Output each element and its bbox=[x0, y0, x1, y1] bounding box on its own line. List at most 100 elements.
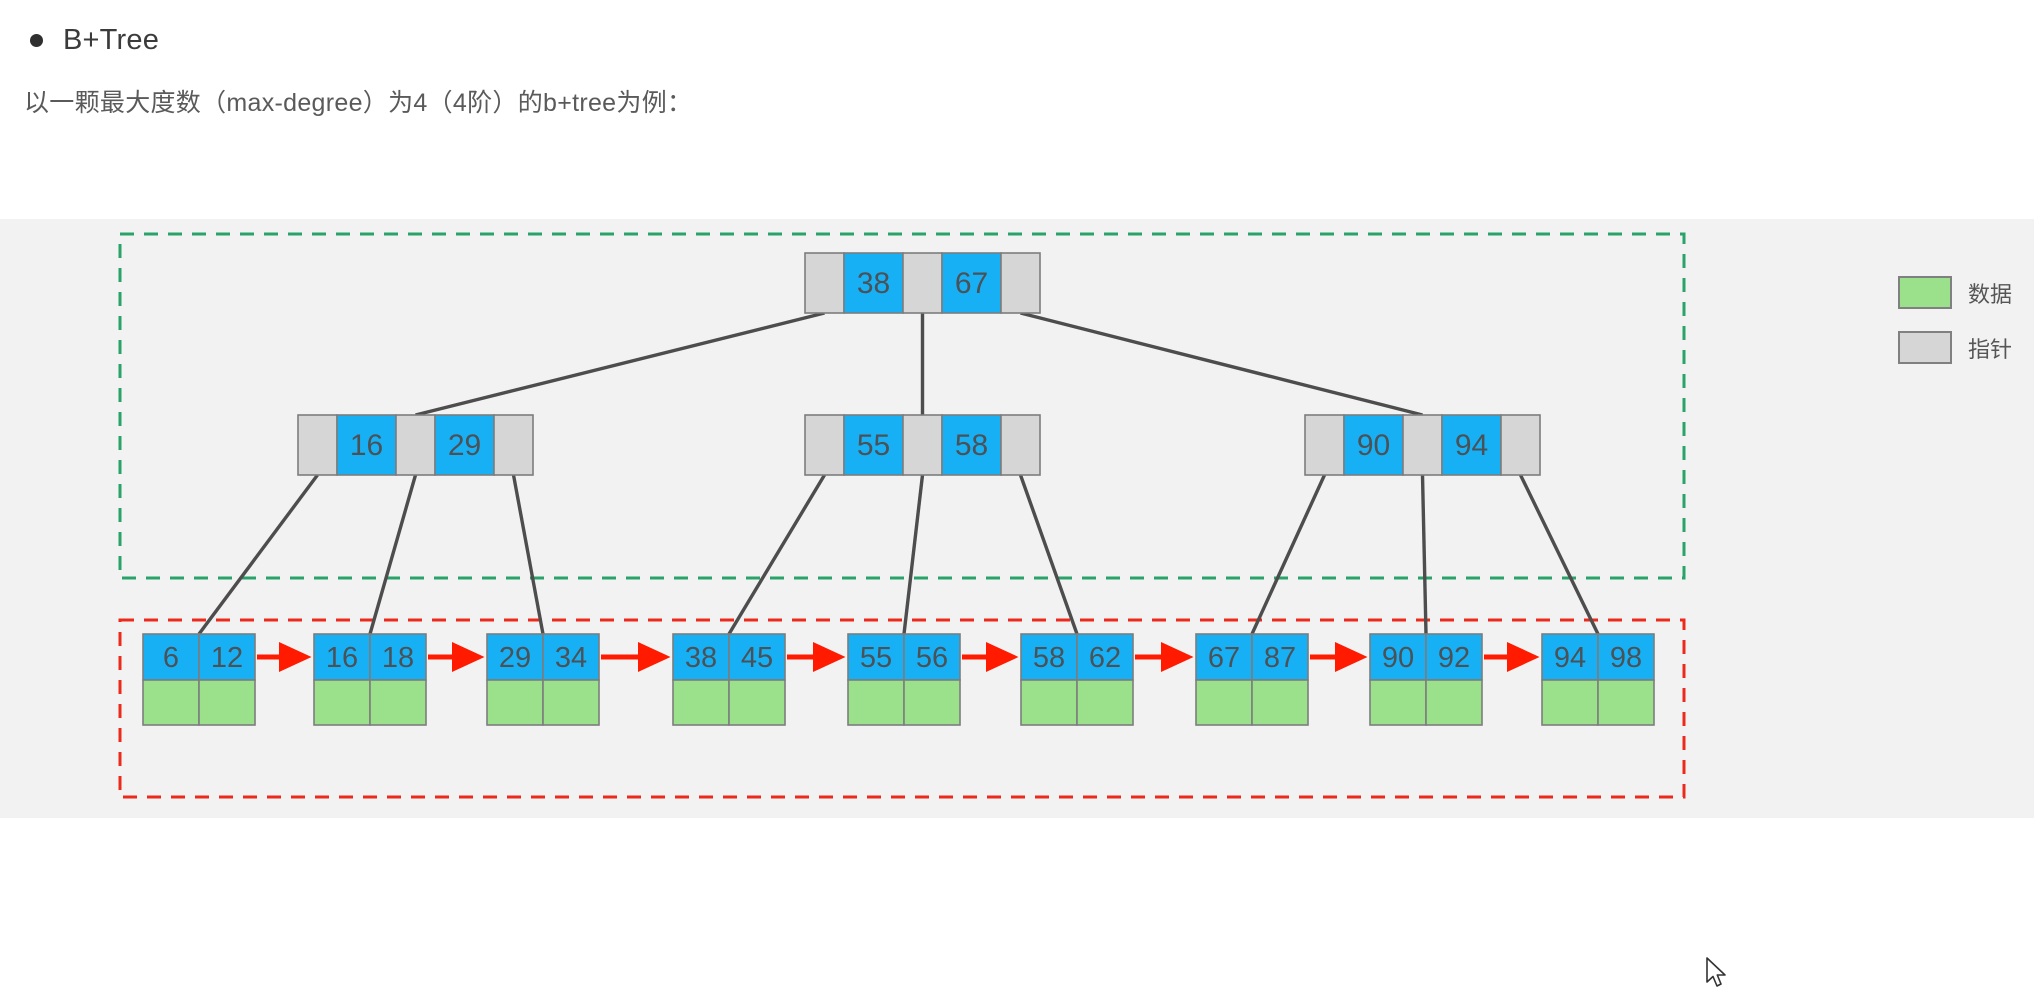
tree-edge bbox=[197, 473, 319, 636]
leaf-key-cell bbox=[1597, 633, 1655, 681]
leaf-data-cell bbox=[903, 679, 961, 726]
leaf-key-label: 29 bbox=[499, 642, 531, 674]
leaf-data-cell bbox=[198, 679, 256, 726]
pointer-cell bbox=[804, 414, 845, 476]
leaf-key-label: 18 bbox=[382, 642, 414, 674]
leaf-node-3: 29 34 bbox=[486, 633, 600, 726]
tree-edge bbox=[902, 474, 925, 635]
pointer-cell bbox=[1000, 252, 1041, 314]
tree-edge bbox=[415, 311, 825, 417]
leaf-key-label: 87 bbox=[1264, 642, 1296, 674]
pointer-cell bbox=[493, 414, 534, 476]
key-label: 16 bbox=[350, 429, 383, 462]
leaf-key-label: 98 bbox=[1610, 642, 1642, 674]
pointer-cell bbox=[1000, 414, 1041, 476]
heading-row: B+Tree bbox=[0, 0, 2034, 57]
leaf-data-cell bbox=[1369, 679, 1427, 726]
root-node: 38 67 bbox=[804, 252, 1041, 314]
leaf-node-4: 38 45 bbox=[672, 633, 786, 726]
leaf-data-cell bbox=[486, 679, 544, 726]
leaf-key-cell bbox=[1369, 633, 1427, 681]
key-label: 38 bbox=[857, 267, 890, 300]
leaf-key-label: 6 bbox=[163, 642, 179, 674]
leaf-data-cell bbox=[1020, 679, 1078, 726]
pointer-cell bbox=[297, 414, 338, 476]
leaf-key-cell bbox=[1195, 633, 1253, 681]
leaf-key-cell bbox=[369, 633, 427, 681]
leaf-key-cell bbox=[1425, 633, 1483, 681]
leaf-key-label: 12 bbox=[211, 642, 243, 674]
internal-node-3: 90 94 bbox=[1304, 414, 1541, 476]
leaf-data-cell bbox=[672, 679, 730, 726]
leaf-data-cell bbox=[313, 679, 371, 726]
key-cell bbox=[941, 414, 1002, 476]
legend-swatch-data-icon bbox=[1898, 276, 1952, 309]
leaf-key-label: 58 bbox=[1033, 642, 1065, 674]
pointer-cell bbox=[902, 252, 943, 314]
leaf-data-cell bbox=[1597, 679, 1655, 726]
key-label: 29 bbox=[448, 429, 481, 462]
leaf-key-label: 92 bbox=[1438, 642, 1470, 674]
leaf-data-cell bbox=[1195, 679, 1253, 726]
legend-item-pointer: 指针 bbox=[1898, 331, 2012, 364]
leaf-data-cell bbox=[369, 679, 427, 726]
tree-edge bbox=[1250, 474, 1327, 635]
tree-edge bbox=[1018, 474, 1079, 635]
leaf-key-label: 38 bbox=[685, 642, 717, 674]
leaf-key-cell bbox=[198, 633, 256, 681]
leaf-data-cell bbox=[1425, 679, 1483, 726]
key-label: 90 bbox=[1357, 429, 1390, 462]
tree-edge bbox=[1020, 311, 1423, 417]
tree-edge bbox=[727, 474, 826, 635]
pointer-cell bbox=[1500, 414, 1541, 476]
internal-nodes-region-box bbox=[118, 232, 1686, 580]
pointer-cell bbox=[1304, 414, 1345, 476]
leaf-key-label: 16 bbox=[326, 642, 358, 674]
pointer-cell bbox=[395, 414, 436, 476]
key-label: 94 bbox=[1455, 429, 1488, 462]
leaf-key-label: 94 bbox=[1554, 642, 1586, 674]
legend-label-pointer: 指针 bbox=[1968, 336, 2013, 362]
leaf-key-label: 34 bbox=[555, 642, 587, 674]
leaf-key-cell bbox=[672, 633, 730, 681]
page-title: B+Tree bbox=[63, 24, 160, 56]
leaf-key-label: 56 bbox=[916, 642, 948, 674]
mouse-cursor-icon bbox=[1706, 957, 1726, 987]
key-label: 55 bbox=[857, 429, 890, 462]
leaf-key-label: 55 bbox=[860, 642, 892, 674]
leaf-node-9: 94 98 bbox=[1541, 633, 1655, 726]
leaf-data-cell bbox=[142, 679, 200, 726]
key-cell bbox=[1441, 414, 1502, 476]
tree-edge bbox=[1518, 474, 1600, 635]
tree-edge bbox=[511, 474, 545, 635]
pointer-cell bbox=[1402, 414, 1443, 476]
tree-edge bbox=[368, 474, 418, 635]
key-label: 67 bbox=[955, 267, 988, 300]
leaf-key-label: 45 bbox=[741, 642, 773, 674]
leaf-key-cell bbox=[728, 633, 786, 681]
key-cell bbox=[1343, 414, 1404, 476]
bullet-dot-icon bbox=[30, 34, 43, 47]
leaf-nodes-region-box bbox=[118, 618, 1686, 799]
leaf-data-cell bbox=[1076, 679, 1134, 726]
pointer-cell bbox=[902, 414, 943, 476]
leaf-key-label: 90 bbox=[1382, 642, 1414, 674]
leaf-node-5: 55 56 bbox=[847, 633, 961, 726]
legend-item-data: 数据 bbox=[1898, 276, 2012, 309]
intro-paragraph: 以一颗最大度数（max-degree）为4（4阶）的b+tree为例： bbox=[24, 89, 693, 117]
internal-node-2: 55 58 bbox=[804, 414, 1041, 476]
legend-label-data: 数据 bbox=[1968, 281, 2013, 307]
leaf-data-cell bbox=[542, 679, 600, 726]
leaf-node-1: 6 12 bbox=[142, 633, 256, 726]
leaf-node-8: 90 92 bbox=[1369, 633, 1483, 726]
leaf-data-cell bbox=[1541, 679, 1599, 726]
tree-edge bbox=[1420, 474, 1428, 635]
leaf-key-cell bbox=[1251, 633, 1309, 681]
key-label: 58 bbox=[955, 429, 988, 462]
